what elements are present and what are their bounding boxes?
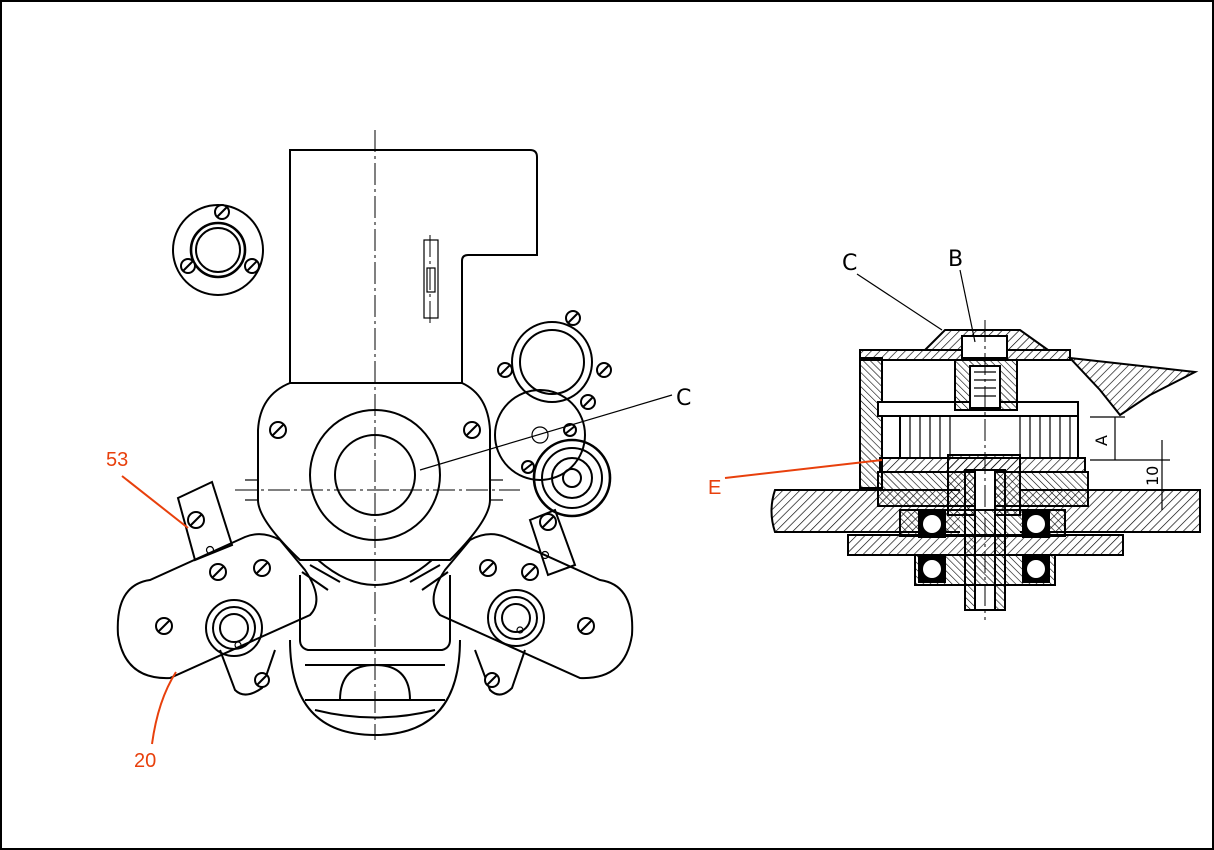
knurled-knob-icon	[532, 438, 612, 518]
screw-icon	[269, 421, 481, 439]
labels: C C B A 10 53 20 E	[106, 247, 1162, 772]
label-dim-10: 10	[1143, 466, 1162, 486]
label-20: 20	[134, 750, 156, 772]
label-dim-a: A	[1092, 435, 1111, 446]
bearing-icon	[918, 510, 1050, 583]
label-b: B	[948, 247, 963, 272]
label-c-left: C	[676, 386, 691, 411]
right-lever	[409, 508, 634, 696]
front-view	[116, 130, 673, 740]
label-c-right: C	[842, 251, 857, 276]
roller-icon	[497, 310, 612, 410]
label-53: 53	[106, 449, 128, 471]
flange-icon	[172, 204, 264, 296]
left-lever	[116, 480, 341, 696]
section-view	[770, 269, 1201, 620]
label-e: E	[708, 477, 721, 499]
